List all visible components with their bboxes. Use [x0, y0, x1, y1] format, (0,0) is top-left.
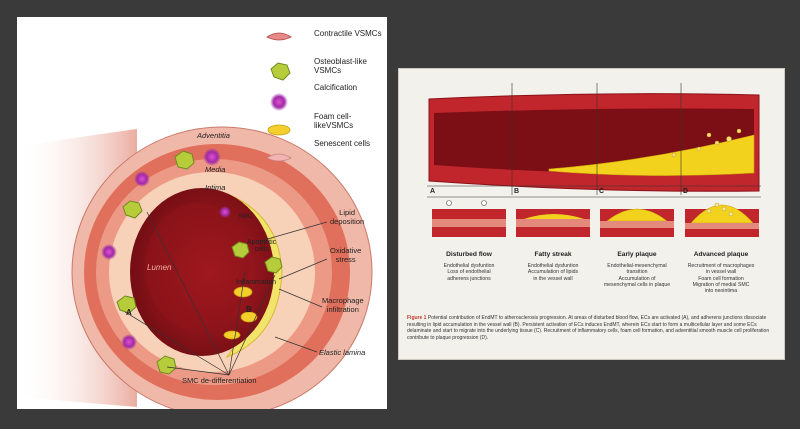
osteoblast-vsmc-icon: [270, 62, 291, 81]
panel-a-title: Disturbed flow: [446, 251, 492, 258]
panel-c-title: Early plaque: [617, 251, 657, 258]
macrophage-infiltration-label: Macrophage infiltration: [322, 296, 364, 314]
panel-c-description: Endothelial-mesenchymal transition Accum…: [603, 263, 671, 288]
vessel-cross-section-illustration: [17, 32, 373, 409]
inflammation-label: Inflammation: [236, 279, 277, 286]
figure-caption-text: Potential contribution of EndMT to ather…: [407, 315, 770, 341]
endmt-progression-figure: A B C D Disturbed flow Fatty streak Earl…: [398, 68, 785, 360]
foam-cell-vsmc-icon: [267, 124, 291, 136]
lumen-label: Lumen: [147, 263, 172, 272]
panel-d-description: Recruitment of macrophages in vessel wal…: [687, 263, 755, 295]
panel-b-description: Endothelial dysfuntion Accumulation of l…: [527, 263, 579, 282]
legend-label-osteoblast: Osteoblast-like VSMCs: [314, 57, 367, 75]
panel-b-drawing: [516, 209, 590, 237]
panel-c-drawing: [600, 208, 674, 237]
label-b: B: [246, 305, 252, 314]
calcification-spots: [101, 148, 231, 350]
lipid-deposition-label: Lipid deposition: [330, 208, 365, 226]
foam-cells: [223, 286, 258, 340]
panel-d-letter: D: [683, 188, 689, 195]
legend-label-senescent: Senescent cells: [314, 139, 371, 148]
vessel-cross-section-figure: Contractile VSMCs Osteoblast-like VSMCs …: [17, 17, 387, 409]
intima-label: Intima: [205, 183, 226, 192]
media-label: Media: [205, 165, 226, 174]
apoptotic-cells-label: Apoptotic cells: [247, 239, 277, 253]
panel-a-description: Endothelial dysfuntion Loss of endotheli…: [443, 263, 495, 282]
smc-label: SMC: [238, 213, 253, 220]
oxidative-stress-label: Oxidative stress: [330, 246, 362, 264]
legend-label-contractile: Contractile VSMCs: [314, 29, 382, 38]
senescent-cell-icon: [266, 153, 292, 162]
panel-c-letter: C: [599, 188, 605, 195]
adventitia-label: Adventitia: [197, 131, 230, 140]
figure-caption: Figure 1 Potential contribution of EndMT…: [407, 315, 777, 341]
vessel-longitudinal-illustration: [427, 83, 761, 237]
smc-dedifferentiation-label: SMC de-differentiation: [182, 376, 257, 385]
elastic-lamina-label: Elastic lamina: [319, 348, 366, 357]
panel-b-letter: B: [514, 188, 520, 195]
panel-d-title: Advanced plaque: [693, 251, 749, 258]
panel-d-drawing: [685, 202, 759, 237]
panel-a-drawing: [432, 200, 506, 237]
legend-label-calcification: Calcification: [314, 83, 358, 92]
legend-label-foam-cell: Foam cell-likeVSMCs: [314, 112, 354, 130]
label-a: A: [126, 308, 132, 317]
panel-b-title: Fatty streak: [534, 251, 572, 258]
legend-icons: [266, 32, 292, 162]
calcification-icon: [270, 93, 288, 111]
figure-caption-label: Figure 1: [407, 315, 427, 321]
panel-a-letter: A: [430, 188, 436, 195]
contractile-vsmc-icon: [266, 32, 292, 41]
